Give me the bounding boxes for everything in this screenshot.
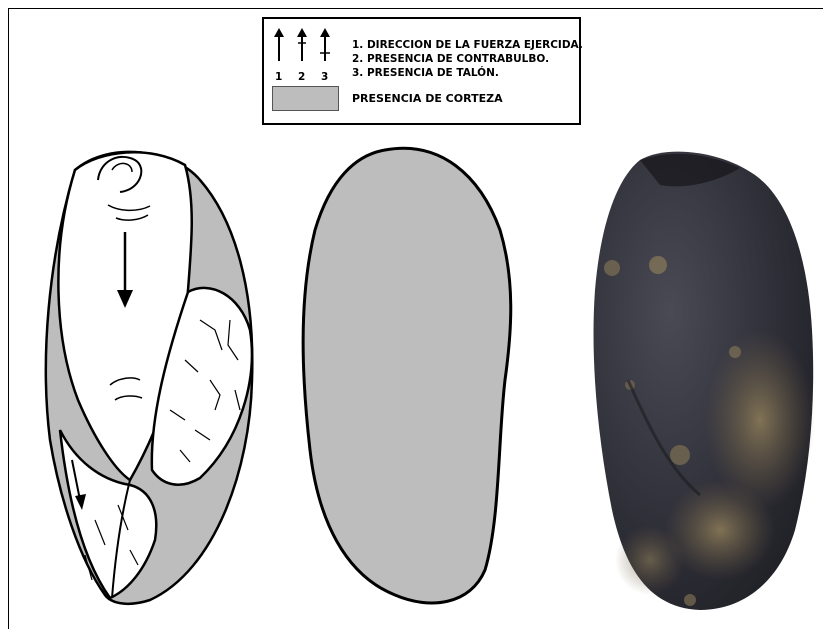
stone-photo	[594, 152, 815, 610]
cortex-face-drawing	[303, 148, 511, 603]
flaked-artifact-drawing	[46, 152, 252, 604]
